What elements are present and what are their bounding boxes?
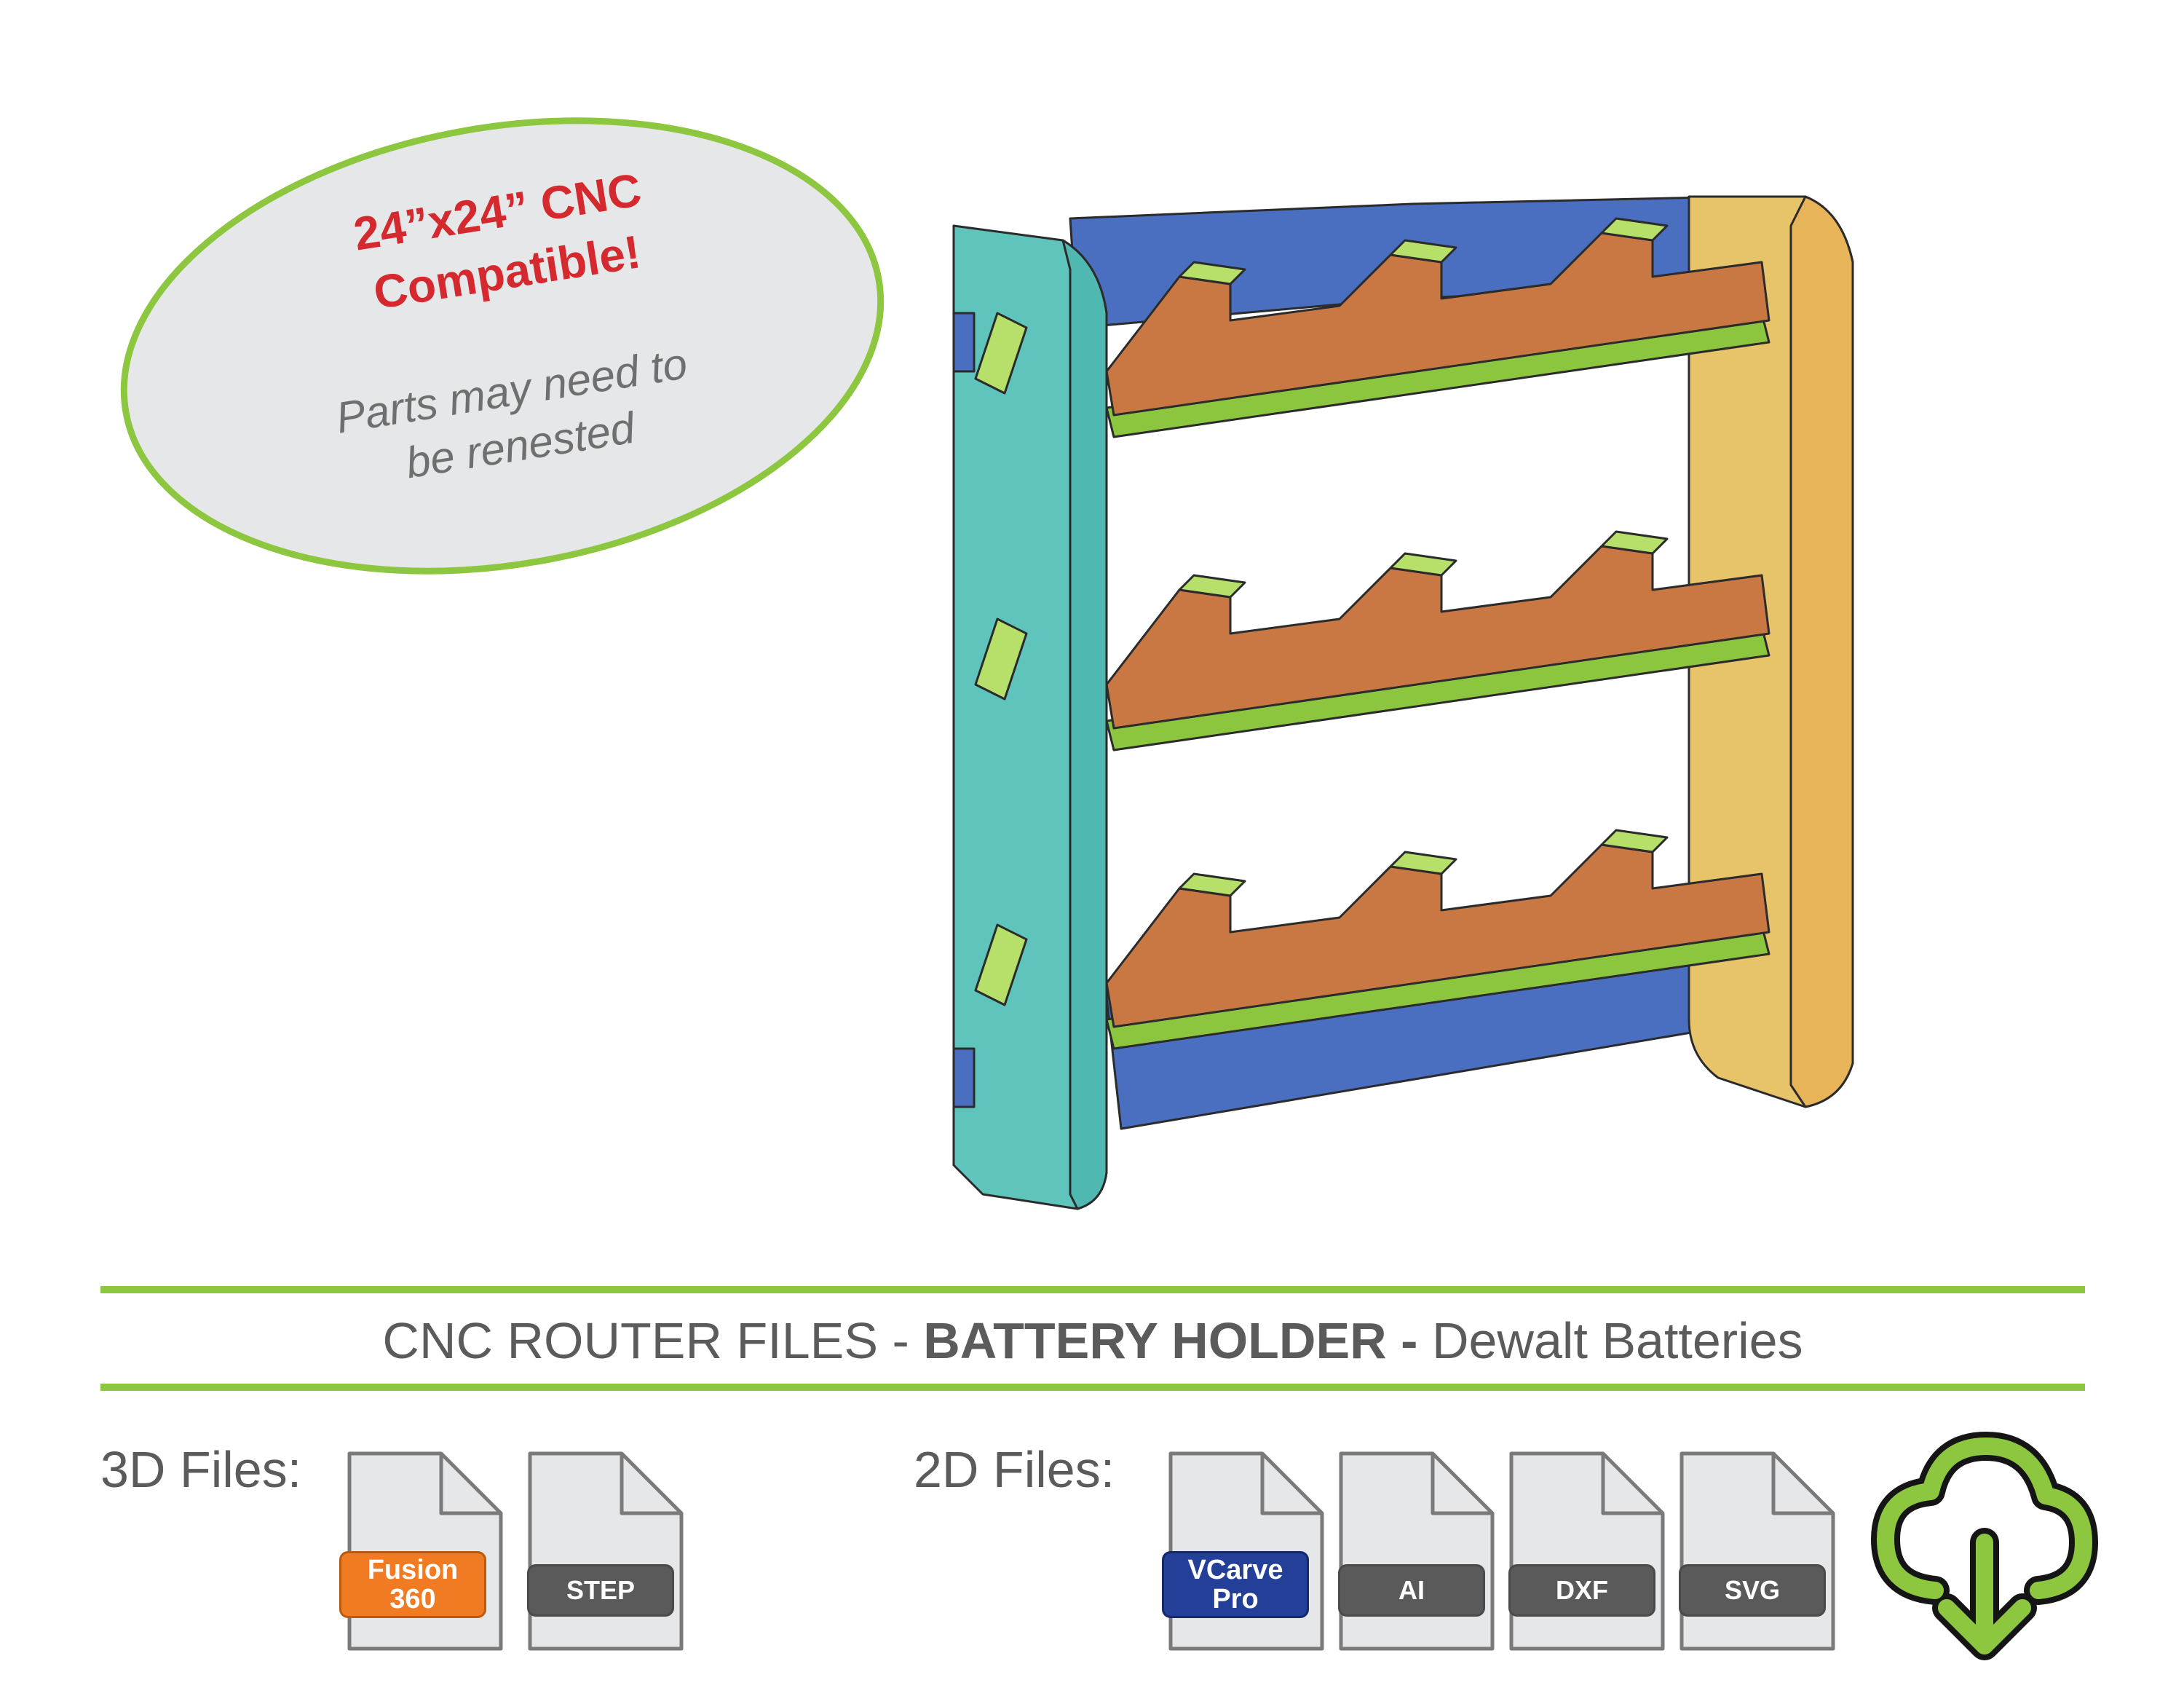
step-badge: STEP bbox=[527, 1564, 674, 1617]
shelf-bottom bbox=[1105, 829, 1770, 1050]
badge-line2: 360 bbox=[389, 1584, 436, 1614]
title-product: BATTERY HOLDER bbox=[923, 1312, 1387, 1369]
title-bottom-rule bbox=[100, 1384, 2085, 1391]
shelf-middle bbox=[1105, 530, 1770, 752]
file-icon bbox=[1339, 1451, 1495, 1651]
file-ai[interactable]: AI bbox=[1338, 1451, 1495, 1652]
title-top-rule bbox=[100, 1286, 2085, 1293]
file-svg[interactable]: SVG bbox=[1679, 1451, 1836, 1652]
title-prefix: CNC ROUTER FILES - bbox=[382, 1312, 924, 1369]
shelf-top bbox=[1105, 217, 1770, 438]
file-icon bbox=[1509, 1451, 1665, 1651]
badge-line1: Fusion bbox=[367, 1555, 459, 1585]
svg-badge: SVG bbox=[1679, 1564, 1826, 1617]
callout-bubble bbox=[120, 117, 885, 575]
ai-badge: AI bbox=[1338, 1564, 1485, 1617]
file-step[interactable]: STEP bbox=[527, 1451, 684, 1652]
files-2d-label: 2D Files: bbox=[914, 1441, 1115, 1498]
battery-holder-illustration bbox=[952, 195, 1854, 1210]
badge-line1: VCarve bbox=[1187, 1555, 1283, 1585]
files-3d-label: 3D Files: bbox=[100, 1441, 302, 1498]
badge-line2: Pro bbox=[1212, 1584, 1259, 1614]
file-icon bbox=[1679, 1451, 1835, 1651]
page-title: CNC ROUTER FILES - BATTERY HOLDER - Dewa… bbox=[100, 1308, 2085, 1373]
dxf-badge: DXF bbox=[1508, 1564, 1655, 1617]
file-dxf[interactable]: DXF bbox=[1508, 1451, 1666, 1652]
cloud-download-icon[interactable] bbox=[1865, 1426, 2098, 1666]
title-separator: - bbox=[1386, 1312, 1432, 1369]
file-icon bbox=[528, 1451, 684, 1651]
title-suffix: Dewalt Batteries bbox=[1431, 1312, 1803, 1369]
